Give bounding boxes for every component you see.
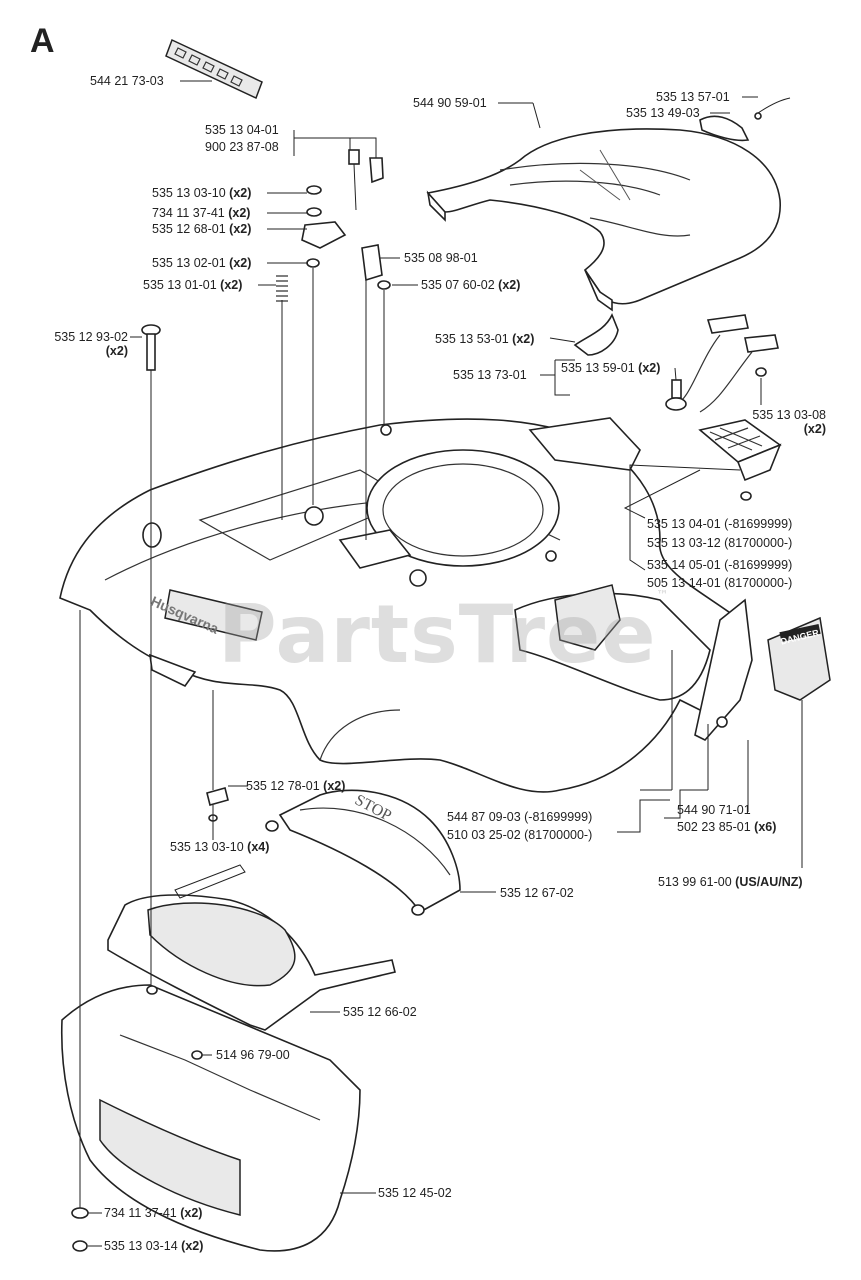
label-535-12-67-02[interactable]: 535 12 67-02 (500, 886, 574, 900)
watermark: PartsTree™ (218, 588, 670, 681)
screw-535-13-03-08[interactable] (755, 367, 767, 377)
spring-535-13-01-01[interactable] (276, 275, 288, 302)
label-535-13-57-01[interactable]: 535 13 57-01 (656, 90, 730, 104)
side-cover-544-90-71-01[interactable] (694, 598, 753, 741)
front-bumper-535-12-45-02[interactable] (60, 984, 361, 1252)
danger-decal-513-99-61-00[interactable] (767, 616, 831, 701)
screw-535-07-60-02[interactable] (377, 280, 391, 290)
label-514-96-79-00[interactable]: 514 96 79-00 (216, 1048, 290, 1062)
keypad-535-14-05-01[interactable] (698, 419, 782, 501)
cable-tie-535-13-04-01[interactable] (348, 149, 384, 211)
label-535-13-03-12[interactable]: 535 13 03-12 (81700000-) (647, 536, 793, 550)
label-535-13-02-01[interactable]: 535 13 02-01 (x2) (152, 256, 252, 270)
label-535-12-78-01[interactable]: 535 12 78-01 (x2) (246, 779, 346, 793)
label-535-12-66-02[interactable]: 535 12 66-02 (343, 1005, 417, 1019)
label-535-13-53-01[interactable]: 535 13 53-01 (x2) (435, 332, 535, 346)
clip-535-12-78-01[interactable] (206, 787, 229, 822)
label-535-13-03-10-x2[interactable]: 535 13 03-10 (x2) (152, 186, 252, 200)
leader-lines (79, 80, 803, 1247)
label-734-11-37-41-x2[interactable]: 734 11 37-41 (x2) (152, 206, 251, 220)
label-535-13-49-03[interactable]: 535 13 49-03 (626, 106, 700, 120)
label-502-23-85-01[interactable]: 502 23 85-01 (x6) (677, 820, 777, 834)
label-544-87-09-03[interactable]: 544 87 09-03 (-81699999) (447, 810, 593, 824)
label-535-07-60-02[interactable]: 535 07 60-02 (x2) (421, 278, 521, 292)
decal-544-21-73-03[interactable] (165, 38, 263, 100)
bolt-535-12-93-02[interactable] (141, 324, 161, 371)
label-535-13-01-01[interactable]: 535 13 01-01 (x2) (143, 278, 243, 292)
label-535-12-68-01[interactable]: 535 12 68-01 (x2) (152, 222, 252, 236)
stop-button-535-12-67-02[interactable] (265, 789, 461, 916)
top-cover-544-90-59-01[interactable] (426, 128, 781, 312)
label-535-13-73-01[interactable]: 535 13 73-01 (453, 368, 527, 382)
screw-535-13-03-10[interactable] (301, 185, 347, 268)
label-535-13-04-01[interactable]: 535 13 04-01 (205, 123, 279, 137)
label-505-13-14-01[interactable]: 505 13 14-01 (81700000-) (647, 576, 793, 590)
watermark-text: PartsTree (218, 588, 657, 681)
label-535-13-59-01[interactable]: 535 13 59-01 (x2) (561, 361, 661, 375)
label-544-21-73-03[interactable]: 544 21 73-03 (90, 74, 164, 88)
label-544-90-59-01[interactable]: 544 90 59-01 (413, 96, 487, 110)
label-900-23-87-08[interactable]: 900 23 87-08 (205, 140, 279, 154)
label-535-12-93-02[interactable]: 535 12 93-02(x2) (54, 330, 128, 358)
label-734-11-37-41-bottom[interactable]: 734 11 37-41 (x2) (104, 1206, 203, 1220)
label-535-13-03-08[interactable]: 535 13 03-08(x2) (752, 408, 826, 436)
label-535-13-03-14[interactable]: 535 13 03-14 (x2) (104, 1239, 204, 1253)
label-510-03-25-02[interactable]: 510 03 25-02 (81700000-) (447, 828, 593, 842)
handle-535-13-49-03[interactable] (699, 97, 791, 142)
label-513-99-61-00[interactable]: 513 99 61-00 (US/AU/NZ) (658, 875, 803, 889)
section-letter: A (30, 22, 55, 60)
label-544-90-71-01[interactable]: 544 90 71-01 (677, 803, 751, 817)
label-535-12-45-02[interactable]: 535 12 45-02 (378, 1186, 452, 1200)
watermark-trademark: ™ (656, 588, 670, 602)
label-535-14-05-01[interactable]: 535 14 05-01 (-81699999) (647, 558, 793, 572)
label-535-13-04-01-early[interactable]: 535 13 04-01 (-81699999) (647, 517, 793, 531)
bracket-535-13-53-01[interactable] (573, 312, 619, 356)
clip-535-08-98-01[interactable] (361, 244, 383, 282)
hatch-cover-535-12-66-02[interactable] (107, 864, 396, 1031)
screw-535-13-03-14[interactable] (72, 1240, 88, 1252)
washer-734-11-37-41[interactable] (71, 1207, 89, 1219)
label-535-08-98-01[interactable]: 535 08 98-01 (404, 251, 478, 265)
cable-535-13-59-01[interactable] (665, 314, 779, 413)
label-535-13-03-10-x4[interactable]: 535 13 03-10 (x4) (170, 840, 270, 854)
